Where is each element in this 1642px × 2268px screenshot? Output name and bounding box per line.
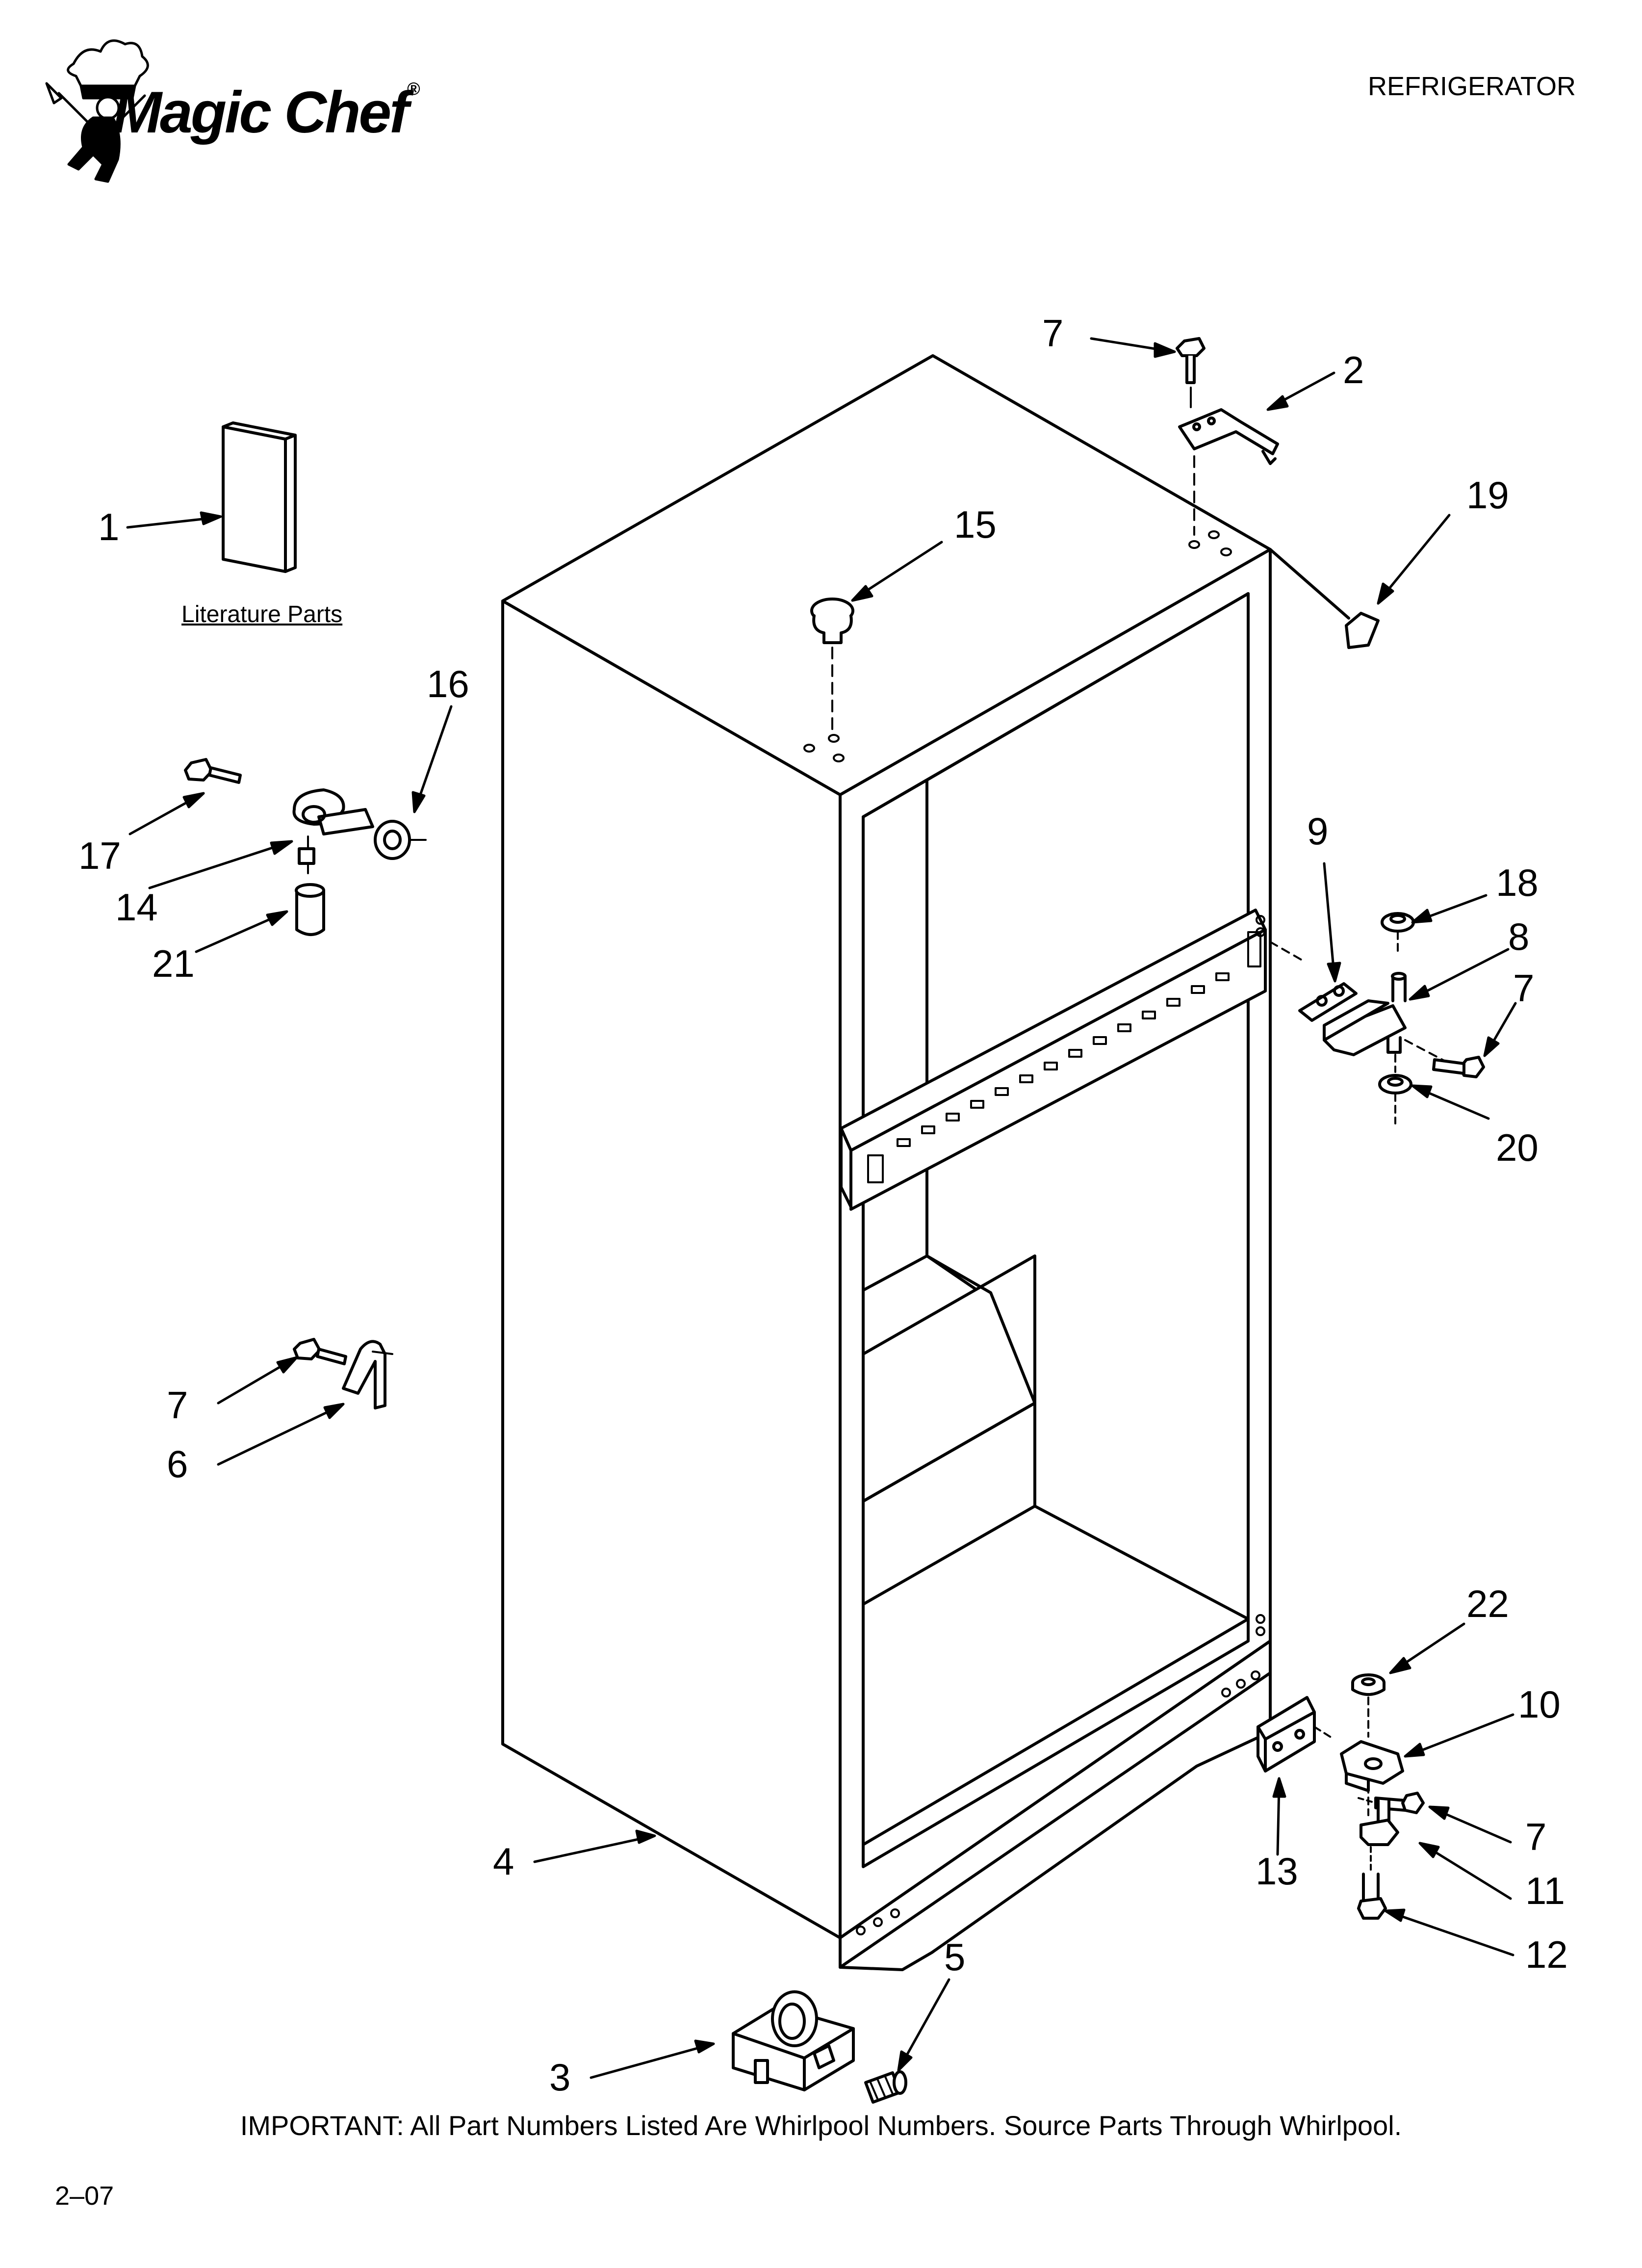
top-hinge-screw-icon bbox=[1176, 337, 1206, 408]
literature-parts-label: Literature Parts bbox=[181, 601, 343, 627]
bottom-hinge-shim-icon bbox=[1257, 1696, 1335, 1773]
hinge-cover-icon bbox=[1269, 548, 1380, 649]
callout-8: 8 bbox=[1508, 915, 1530, 958]
callout-20: 20 bbox=[1496, 1126, 1539, 1169]
hinge-washer-top-icon bbox=[1381, 912, 1415, 955]
refrigerator-cabinet bbox=[501, 354, 1272, 1971]
callout-6: 6 bbox=[167, 1442, 188, 1486]
chef-logo-icon bbox=[45, 39, 149, 183]
callout-14: 14 bbox=[115, 886, 158, 929]
bottom-hinge-washer-icon bbox=[1351, 1673, 1385, 1738]
door-stop-screw-icon bbox=[184, 758, 242, 784]
callout-22: 22 bbox=[1466, 1582, 1509, 1625]
callout-17: 17 bbox=[78, 834, 121, 877]
callout-18: 18 bbox=[1496, 861, 1539, 904]
callout-19: 19 bbox=[1466, 473, 1509, 517]
callout-7-center: 7 bbox=[1513, 966, 1535, 1010]
callout-7-top: 7 bbox=[1042, 312, 1064, 355]
hinge-washer-bottom-icon bbox=[1378, 1054, 1412, 1124]
hinge-pin-icon bbox=[1360, 1799, 1399, 1846]
center-hinge-screw-icon bbox=[1432, 1056, 1485, 1078]
plug-button-icon bbox=[810, 598, 854, 732]
callout-15: 15 bbox=[954, 503, 997, 546]
date-code: 2–07 bbox=[55, 2181, 114, 2211]
callout-4: 4 bbox=[493, 1840, 514, 1883]
callout-11: 11 bbox=[1525, 1869, 1565, 1912]
important-note: IMPORTANT: All Part Numbers Listed Are W… bbox=[240, 2110, 1402, 2141]
callout-12: 12 bbox=[1525, 1933, 1568, 1976]
door-strike-icon bbox=[342, 1340, 393, 1409]
callout-2: 2 bbox=[1343, 348, 1364, 391]
literature-booklet-icon bbox=[222, 421, 297, 573]
brand-logo: Magic Chef® bbox=[49, 49, 422, 157]
leveling-screw-icon bbox=[864, 2070, 907, 2104]
top-hinge-bracket-icon bbox=[1178, 408, 1279, 536]
callout-16: 16 bbox=[427, 662, 469, 705]
callout-3: 3 bbox=[549, 2056, 571, 2099]
callout-7-bottom: 7 bbox=[1525, 1815, 1547, 1858]
appliance-category: REFRIGERATOR bbox=[1367, 72, 1576, 101]
callout-5: 5 bbox=[944, 1935, 966, 1979]
door-stop-washer-icon bbox=[374, 820, 427, 860]
pin-icon bbox=[298, 835, 315, 874]
center-hinge-icon bbox=[1269, 941, 1453, 1066]
spacer-bushing-icon bbox=[295, 883, 325, 936]
strike-screw-icon bbox=[293, 1338, 347, 1365]
callout-10: 10 bbox=[1518, 1683, 1561, 1726]
callout-7-left: 7 bbox=[167, 1383, 188, 1427]
callout-9: 9 bbox=[1307, 809, 1329, 853]
callout-21: 21 bbox=[152, 942, 195, 985]
bottom-hinge-icon bbox=[1340, 1740, 1404, 1816]
callout-13: 13 bbox=[1256, 1850, 1298, 1893]
brand-wordmark: Magic Chef® bbox=[113, 78, 420, 146]
hinge-shim-icon bbox=[1298, 982, 1358, 1022]
hinge-pin-screw-icon bbox=[1357, 1846, 1387, 1920]
callout-1: 1 bbox=[98, 505, 120, 548]
leader-lines bbox=[126, 337, 1517, 2079]
roller-assembly-icon bbox=[732, 1990, 855, 2091]
registered-mark: ® bbox=[407, 78, 420, 99]
brand-name: Magic Chef bbox=[113, 79, 409, 145]
door-stop-icon bbox=[292, 788, 374, 835]
